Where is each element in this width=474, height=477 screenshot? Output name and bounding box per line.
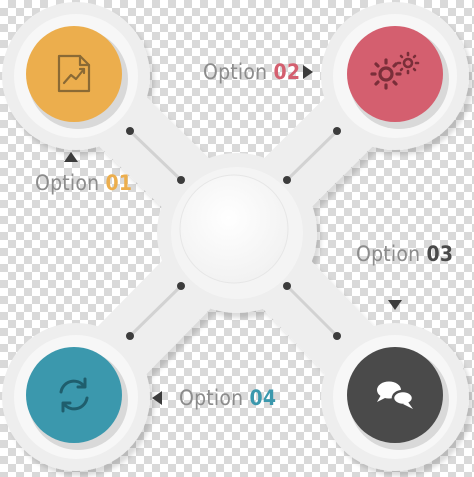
chart-document-icon — [57, 54, 91, 93]
speech-bubbles-icon — [377, 381, 415, 409]
option-01-word: Option — [35, 171, 100, 195]
option-04-label: Option 04 — [179, 388, 276, 409]
option-01-circle — [26, 26, 122, 122]
connector-dot — [177, 282, 185, 290]
option-02-number: 02 — [273, 60, 301, 84]
connector-dot — [333, 332, 341, 340]
connector-dot — [283, 282, 291, 290]
connector-dot — [126, 127, 134, 135]
connector-line-bottom-right — [285, 284, 339, 338]
option-01-node — [26, 26, 128, 129]
option-03-label: Option 03 — [356, 244, 453, 265]
option-02-circle — [347, 26, 443, 122]
option-03-pointer-arrow — [388, 300, 402, 310]
option-02-pointer-arrow — [303, 65, 313, 79]
option-04-circle — [26, 347, 122, 443]
option-02-node — [347, 26, 449, 129]
refresh-icon — [59, 377, 89, 413]
connector-dot — [333, 127, 341, 135]
option-01-label: Option 01 — [35, 173, 132, 194]
gears-icon — [370, 51, 420, 90]
option-02-label: Option 02 — [203, 62, 300, 83]
option-03-node — [347, 347, 449, 450]
option-03-number: 03 — [426, 242, 454, 266]
connector-dot — [283, 176, 291, 184]
hub-center — [179, 174, 289, 284]
option-01-pointer-arrow — [64, 152, 78, 162]
connector-dots — [126, 127, 341, 340]
option-04-pointer-arrow — [152, 391, 162, 405]
option-04-word: Option — [179, 386, 244, 410]
option-04-number: 04 — [249, 386, 277, 410]
connector-line-top-left — [128, 129, 183, 182]
connector-dot — [177, 176, 185, 184]
option-04-node — [26, 347, 128, 450]
connector-dot — [126, 332, 134, 340]
connector-line-top-right — [285, 129, 339, 182]
connectors — [128, 129, 339, 338]
connector-line-bottom-left — [128, 284, 183, 338]
option-01-number: 01 — [105, 171, 133, 195]
option-03-word: Option — [356, 242, 421, 266]
option-02-word: Option — [203, 60, 268, 84]
